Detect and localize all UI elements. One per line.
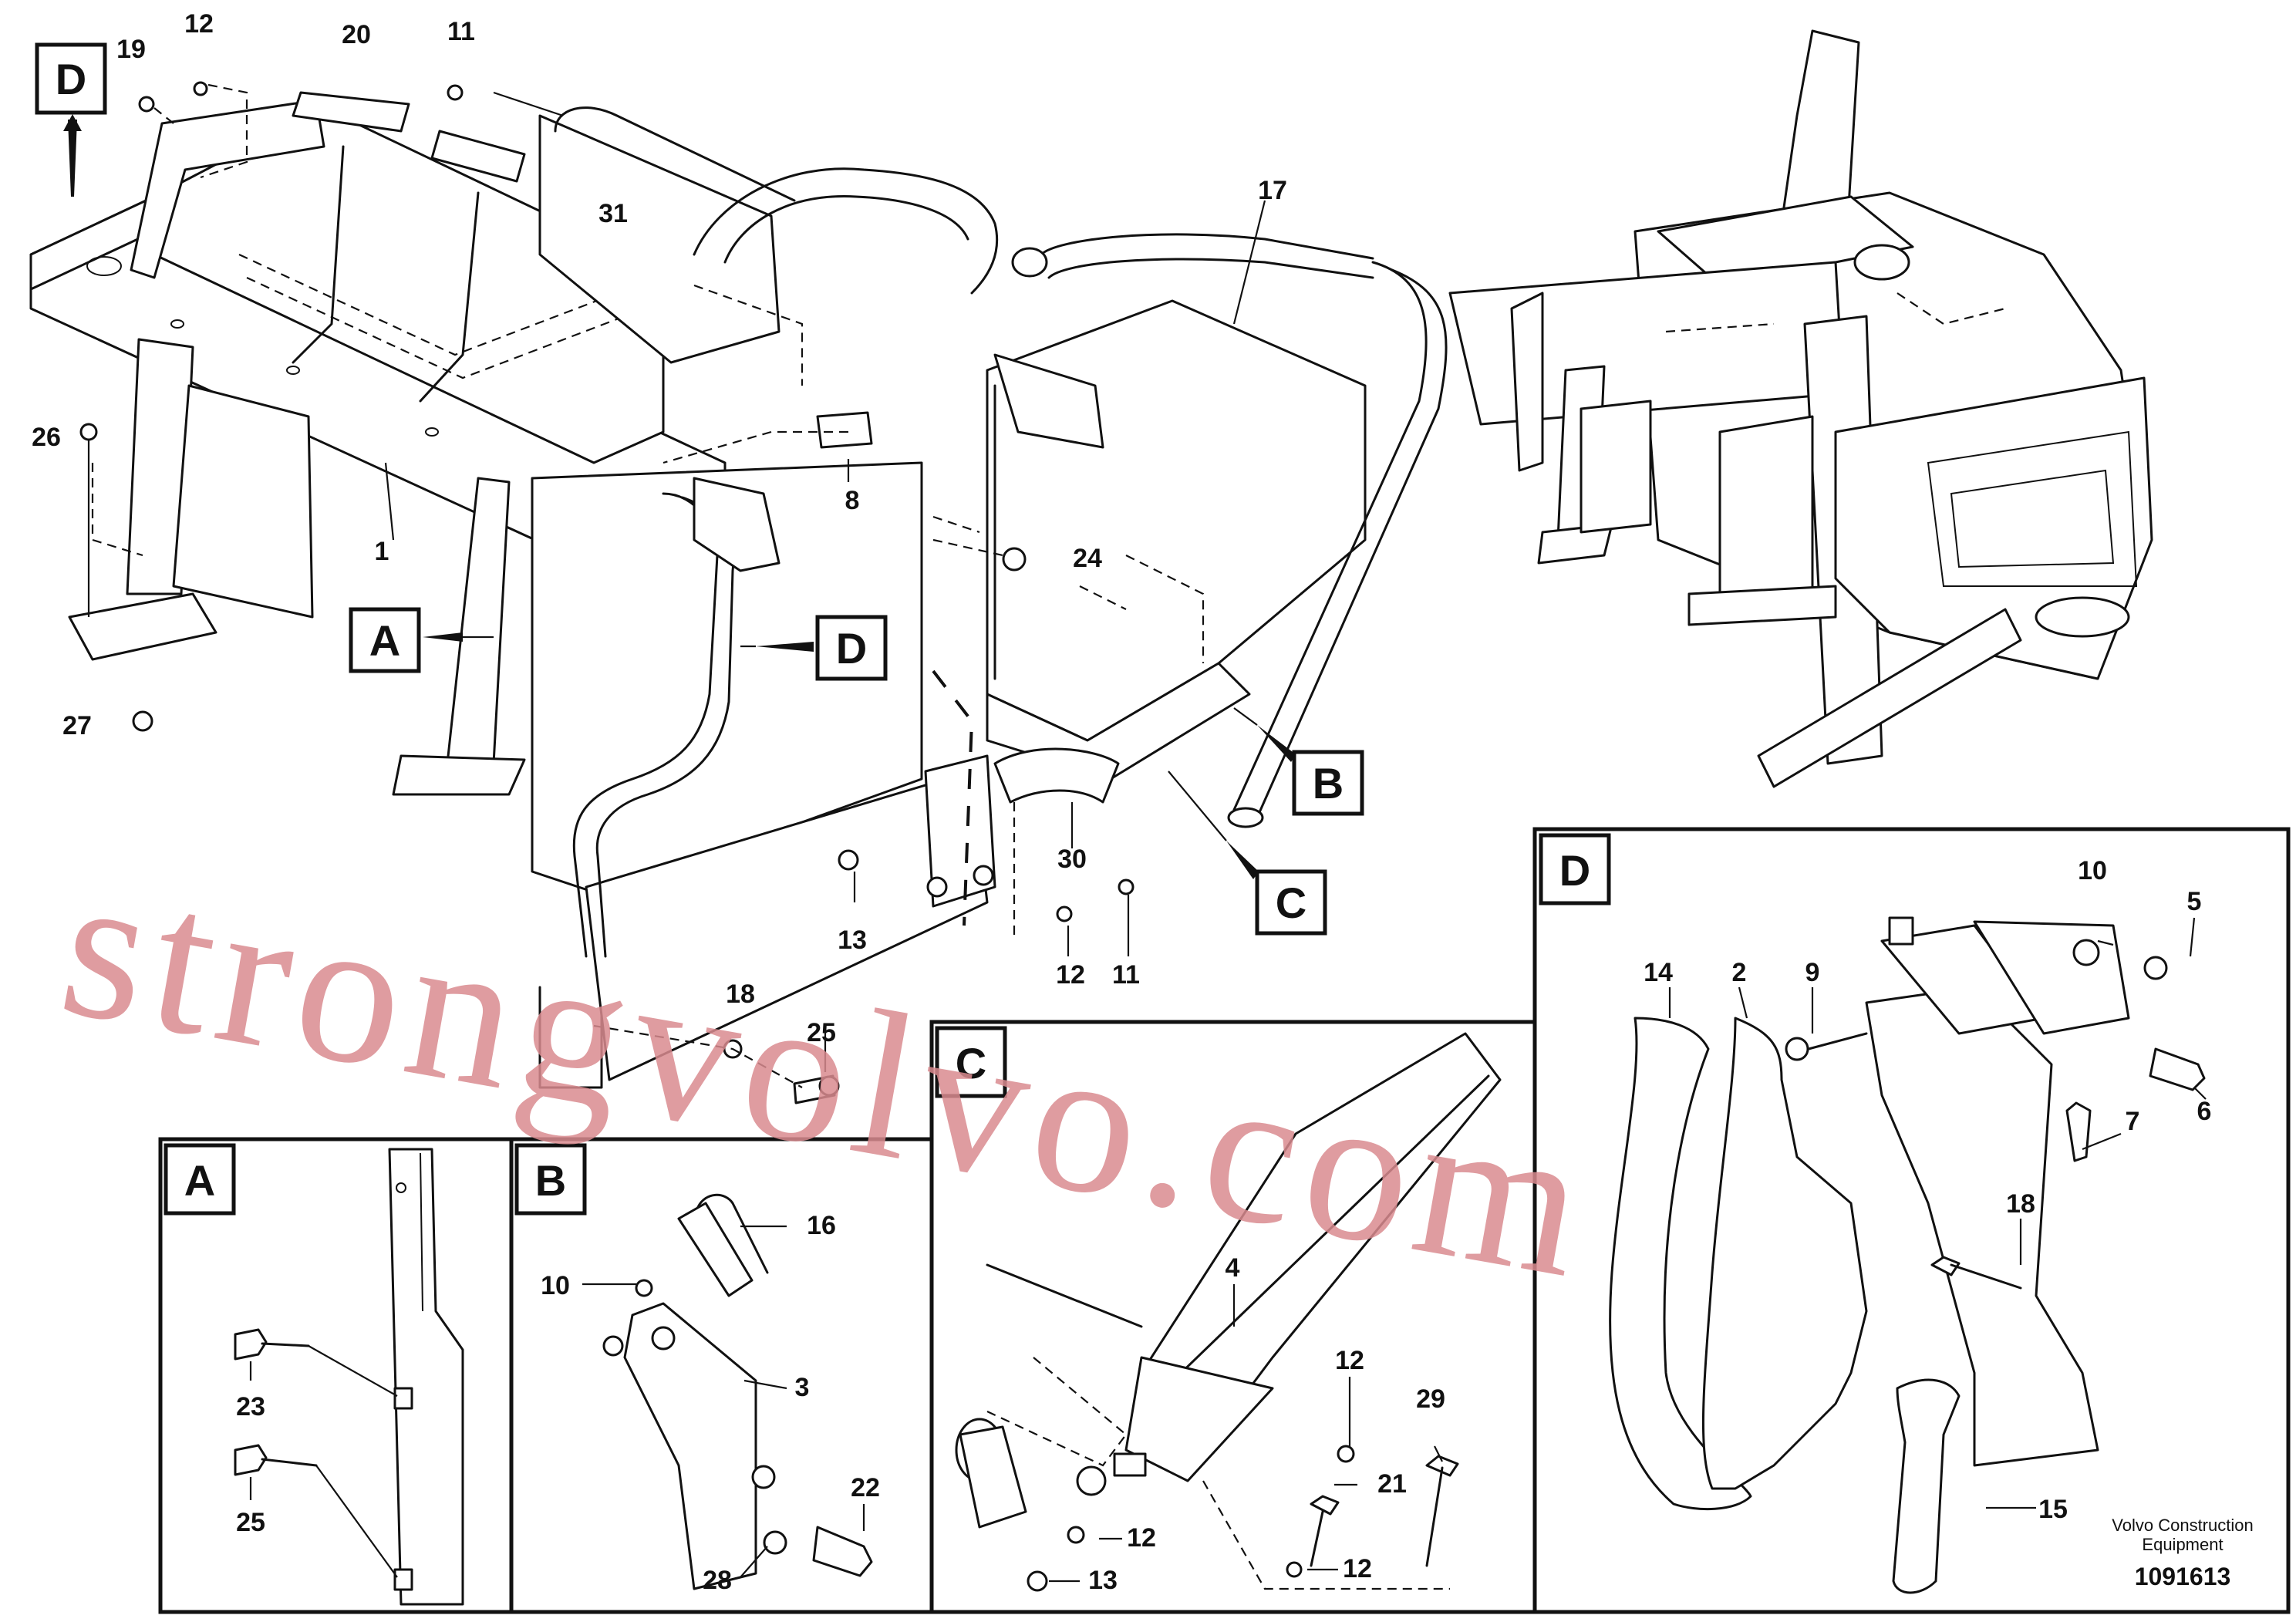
panel-label-box-c xyxy=(935,1026,1007,1098)
callout-4: 4 xyxy=(1226,1253,1240,1283)
callout-18-d: 18 xyxy=(2006,1189,2035,1219)
credit-line-2: Equipment xyxy=(2142,1535,2223,1554)
callout-19: 19 xyxy=(116,35,146,64)
panel-label-box-b xyxy=(514,1143,587,1216)
callout-1: 1 xyxy=(375,537,389,566)
callout-10-d: 10 xyxy=(2078,856,2107,885)
view-letter-c: C xyxy=(1276,878,1306,927)
detail-d-drawing: 10 5 14 2 9 7 6 18 15 xyxy=(1609,856,2212,1594)
callout-2: 2 xyxy=(1732,958,1747,987)
callout-15: 15 xyxy=(2038,1495,2068,1524)
main-frame-assembly xyxy=(29,81,1448,1104)
detail-c-drawing: 4 12 29 21 12 12 13 xyxy=(955,1032,1502,1595)
detail-panel-d xyxy=(1532,827,2291,1614)
callout-6: 6 xyxy=(2197,1097,2212,1126)
panel-letter-c: C xyxy=(956,1039,986,1088)
callout-10-b: 10 xyxy=(541,1271,570,1300)
callout-18: 18 xyxy=(726,980,755,1009)
view-letter-a: A xyxy=(369,616,400,665)
callout-23: 23 xyxy=(236,1392,265,1421)
callout-12-c2: 12 xyxy=(1127,1523,1156,1553)
machine-overview xyxy=(1448,29,2153,788)
callout-13: 13 xyxy=(838,926,867,955)
main-callouts: 19 12 20 11 31 17 26 1 8 24 27 30 13 12 … xyxy=(32,9,1287,1047)
callout-7: 7 xyxy=(2126,1107,2140,1136)
callout-8: 8 xyxy=(845,486,860,515)
callout-17: 17 xyxy=(1258,176,1287,205)
callout-24: 24 xyxy=(1073,544,1102,573)
callout-12b: 12 xyxy=(1056,960,1085,990)
view-marker-d xyxy=(815,615,888,681)
callout-21: 21 xyxy=(1377,1469,1407,1499)
view-marker-d-top xyxy=(35,42,107,115)
callout-12-c1: 12 xyxy=(1335,1346,1364,1375)
callout-26: 26 xyxy=(32,423,61,452)
callout-28: 28 xyxy=(703,1566,732,1595)
callout-30: 30 xyxy=(1057,845,1087,874)
callout-16: 16 xyxy=(807,1211,836,1240)
callout-14: 14 xyxy=(1644,958,1673,987)
view-letter-d-top: D xyxy=(56,55,86,103)
callout-11b: 11 xyxy=(1112,960,1140,990)
detail-b-drawing: 16 10 3 22 28 xyxy=(541,1193,880,1595)
panel-letter-a: A xyxy=(184,1156,215,1205)
callout-20: 20 xyxy=(342,20,371,49)
callout-3: 3 xyxy=(795,1373,810,1402)
detail-a-drawing: 23 25 xyxy=(234,1148,464,1606)
view-marker-a xyxy=(349,607,421,673)
callout-25: 25 xyxy=(807,1018,836,1047)
view-letter-d: D xyxy=(836,624,867,673)
callout-5: 5 xyxy=(2187,887,2202,916)
callout-12: 12 xyxy=(184,9,214,39)
credit-line-1: Volvo Construction xyxy=(2112,1516,2253,1535)
panel-letter-d: D xyxy=(1559,846,1590,895)
callout-11: 11 xyxy=(447,17,475,46)
view-letter-b: B xyxy=(1313,759,1344,808)
panel-label-box-d xyxy=(1539,833,1611,905)
callout-9: 9 xyxy=(1805,958,1820,987)
panel-letter-b: B xyxy=(535,1156,566,1205)
callout-12-c3: 12 xyxy=(1343,1554,1372,1583)
callout-27: 27 xyxy=(62,711,92,740)
callout-29: 29 xyxy=(1416,1384,1445,1414)
callout-22: 22 xyxy=(851,1473,880,1502)
callout-31: 31 xyxy=(598,199,628,228)
callout-25-a: 25 xyxy=(236,1508,265,1537)
view-marker-c xyxy=(1255,869,1327,936)
callout-13-c: 13 xyxy=(1088,1566,1118,1595)
panel-label-box-a xyxy=(164,1143,236,1216)
view-marker-b xyxy=(1292,750,1364,816)
document-number: 1091613 xyxy=(2135,1563,2231,1590)
view-markers: D A D B C xyxy=(35,42,1364,936)
